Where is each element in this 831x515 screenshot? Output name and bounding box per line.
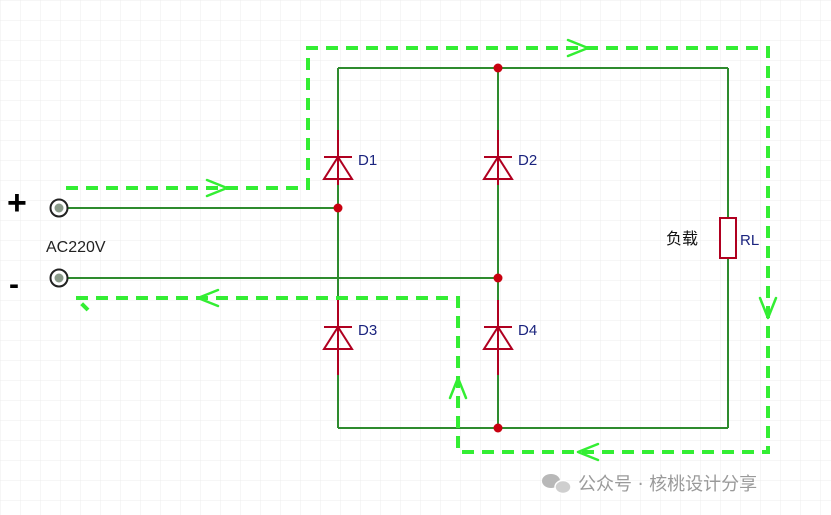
current-flow-path: [66, 46, 770, 454]
plus-sign: +: [7, 184, 27, 222]
node-middle: [493, 273, 503, 283]
arrow-left-bottom: [576, 442, 600, 462]
arrow-down-right: [758, 296, 778, 320]
plus-terminal: [49, 198, 69, 218]
watermark-text: 公众号 · 核桃设计分享: [578, 474, 757, 495]
source-voltage-label: AC220V: [46, 239, 106, 256]
diode-d4: [482, 300, 514, 375]
wires: [66, 67, 729, 429]
node-bottom: [493, 423, 503, 433]
resistor-label: RL: [740, 232, 759, 249]
current-flow-arrows: [196, 38, 778, 462]
arrow-right-top: [566, 38, 590, 58]
d1-label: D1: [358, 152, 377, 169]
load-label: 负载: [666, 229, 698, 248]
node-left: [333, 203, 343, 213]
junction-nodes: [333, 63, 503, 433]
load-resistor: [719, 217, 737, 259]
arrow-left-output: [196, 288, 220, 308]
arrow-right-input: [205, 178, 229, 198]
minus-sign: -: [9, 268, 19, 301]
node-top: [493, 63, 503, 73]
diode-d3: [322, 300, 354, 375]
d3-label: D3: [358, 322, 377, 339]
minus-terminal: [49, 268, 69, 288]
diode-d2: [482, 130, 514, 185]
arrow-up-return: [448, 376, 468, 400]
d4-label: D4: [518, 322, 537, 339]
wechat-icon: [542, 474, 572, 495]
d2-label: D2: [518, 152, 537, 169]
diode-d1: [322, 130, 354, 185]
